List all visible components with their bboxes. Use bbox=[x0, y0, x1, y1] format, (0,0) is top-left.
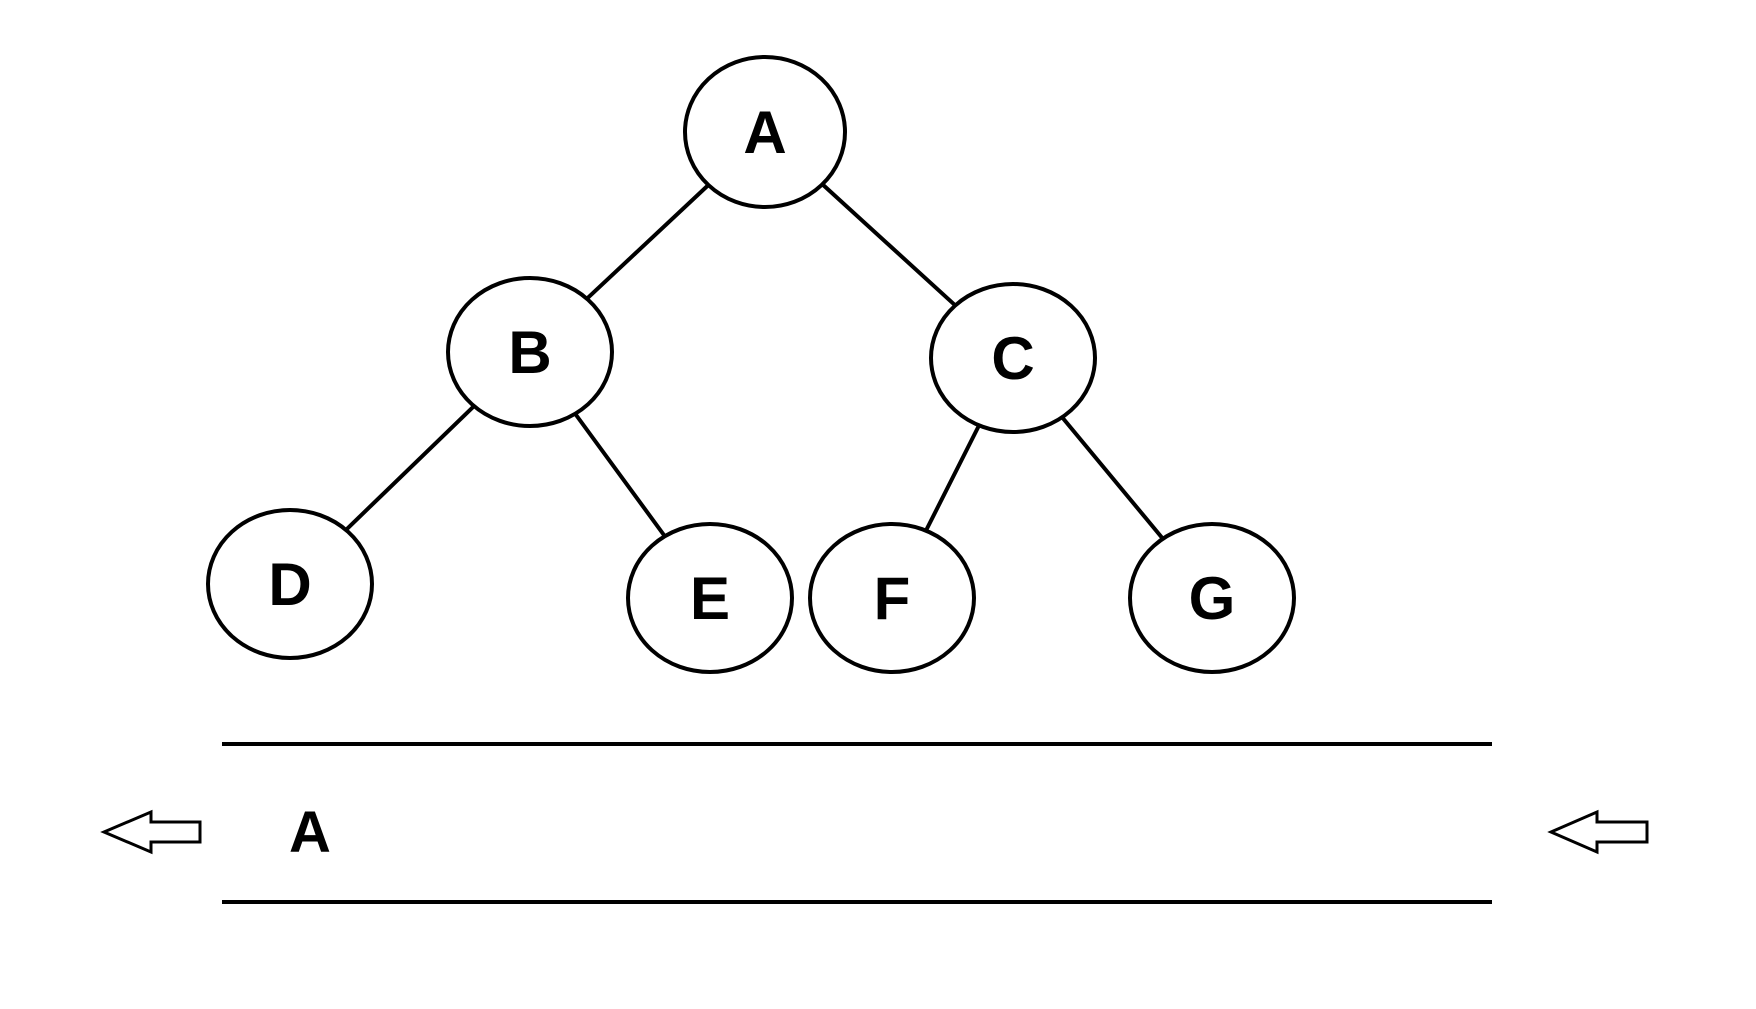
tree-node-a: A bbox=[683, 55, 847, 209]
left-arrow-icon bbox=[100, 809, 202, 855]
node-label: C bbox=[991, 325, 1034, 392]
edge-c-g bbox=[1060, 415, 1165, 541]
node-label: E bbox=[690, 565, 730, 632]
tree-node-b: B bbox=[446, 276, 614, 428]
queue-items: A bbox=[289, 800, 331, 865]
node-label: B bbox=[508, 319, 551, 386]
tree-edges bbox=[343, 182, 1165, 541]
node-label: D bbox=[268, 551, 311, 618]
queue-panel: A bbox=[100, 742, 1649, 904]
node-label: A bbox=[743, 99, 786, 166]
tree-nodes: A B C D E F G bbox=[206, 55, 1296, 674]
tree-node-g: G bbox=[1128, 522, 1296, 674]
node-circle bbox=[206, 508, 374, 660]
right-arrow-icon bbox=[1547, 809, 1649, 855]
node-label: G bbox=[1189, 565, 1236, 632]
edge-b-d bbox=[343, 404, 477, 532]
tree-node-c: C bbox=[929, 282, 1097, 434]
node-label: F bbox=[874, 565, 911, 632]
node-circle bbox=[929, 282, 1097, 434]
node-circle bbox=[683, 55, 847, 209]
edge-b-e bbox=[573, 411, 667, 539]
node-circle bbox=[446, 276, 614, 428]
queue-item: A bbox=[289, 800, 331, 865]
edge-c-f bbox=[923, 423, 982, 533]
edge-a-c bbox=[820, 182, 958, 308]
node-circle bbox=[626, 522, 794, 674]
tree-node-e: E bbox=[626, 522, 794, 674]
node-circle bbox=[1128, 522, 1296, 674]
tree-node-d: D bbox=[206, 508, 374, 660]
tree-node-f: F bbox=[808, 522, 976, 674]
edge-a-b bbox=[584, 182, 711, 301]
node-circle bbox=[808, 522, 976, 674]
